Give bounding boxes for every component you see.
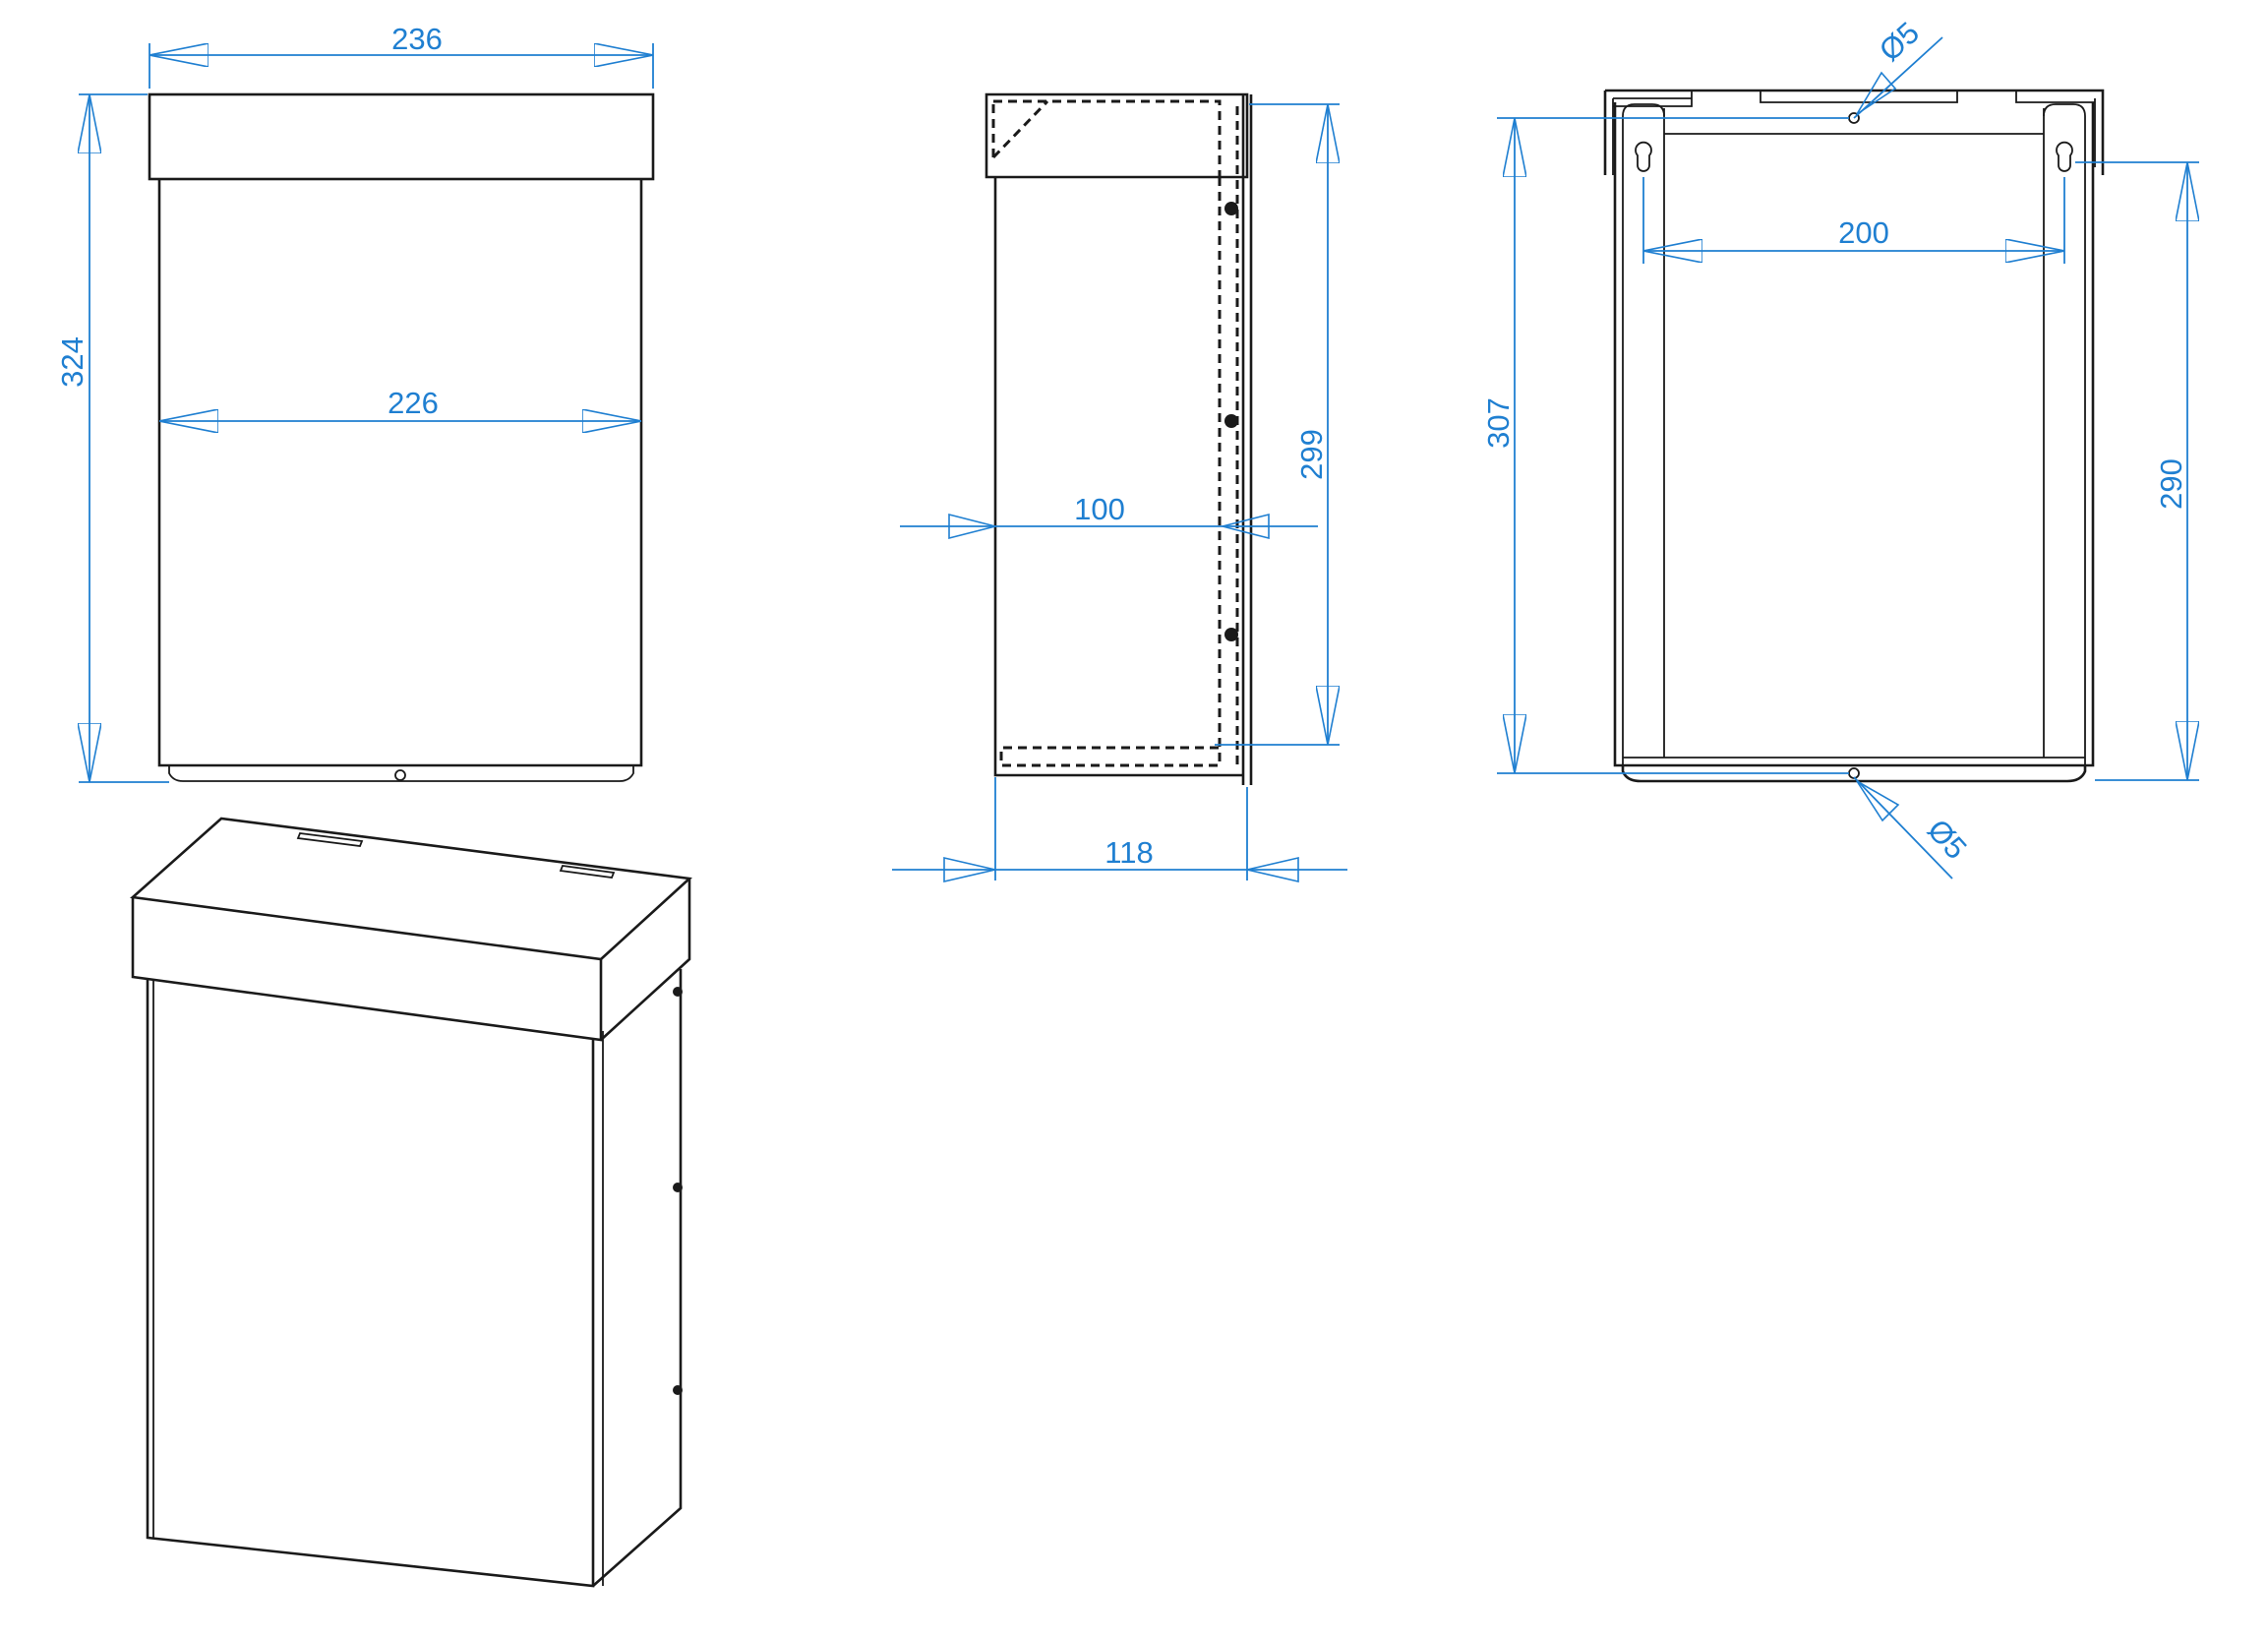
iso-side-hole-1 (673, 987, 683, 997)
side-hole-2 (1224, 414, 1238, 428)
dim-front-width-top: 236 (391, 22, 443, 56)
dim-back-height-right: 290 (2154, 458, 2188, 510)
back-frame-left-rail (1622, 108, 1665, 765)
dim-side-depth-inner: 100 (1074, 492, 1125, 526)
dim-side-depth-total: 118 (1104, 835, 1153, 870)
iso-body-front (146, 979, 595, 1588)
dim-front-height: 324 (55, 336, 90, 388)
back-keyhole-left (1635, 141, 1652, 172)
side-lid-hidden (991, 99, 1222, 177)
dim-back-height-holes: 307 (1481, 397, 1516, 449)
back-notch-left (1613, 91, 1693, 107)
iso-lid-slot-left (296, 832, 364, 847)
front-lid (148, 92, 655, 181)
iso-body-side (592, 969, 683, 1587)
back-bottom-tray (1621, 765, 2087, 783)
side-back-plate (1241, 94, 1253, 785)
dim-back-hole-spacing: 200 (1838, 215, 1889, 250)
back-keyhole-right (2056, 141, 2073, 172)
back-notch-center (1760, 91, 1958, 103)
side-lid (985, 92, 1249, 179)
back-notch-right (2015, 91, 2095, 103)
front-bottom-hole (394, 769, 406, 781)
isometric-view (130, 817, 692, 1588)
back-top-flange-inner (1612, 98, 2096, 175)
iso-lid-slot-right (559, 865, 616, 879)
dim-side-height: 299 (1294, 429, 1329, 480)
dim-back-hole-bottom: Ø5 (1921, 813, 1974, 866)
back-top-flange (1603, 89, 2105, 175)
back-frame-outer (1613, 102, 2095, 767)
back-left-rail-cap (1622, 103, 1665, 117)
side-inner-hidden (999, 177, 1222, 767)
front-bottom-tray (168, 765, 634, 782)
dim-front-width-body: 226 (388, 386, 439, 420)
back-right-rail-cap (2043, 103, 2086, 117)
iso-side-hole-2 (673, 1183, 683, 1192)
front-body (157, 179, 643, 767)
back-bottom-hole (1848, 767, 1860, 779)
back-view: 200 307 290 Ø5 Ø5 (1481, 15, 2199, 880)
iso-side-hole-3 (673, 1385, 683, 1395)
iso-lid-top (130, 817, 692, 961)
front-view: 236 226 324 (55, 22, 655, 783)
side-view: 100 118 299 (892, 92, 1347, 883)
side-hole-1 (1224, 202, 1238, 215)
side-hole-3 (1224, 628, 1238, 641)
iso-lid-front (131, 897, 603, 1042)
back-frame-right-rail (2043, 108, 2086, 765)
iso-lid-side (600, 879, 691, 1041)
side-body (993, 177, 1243, 777)
